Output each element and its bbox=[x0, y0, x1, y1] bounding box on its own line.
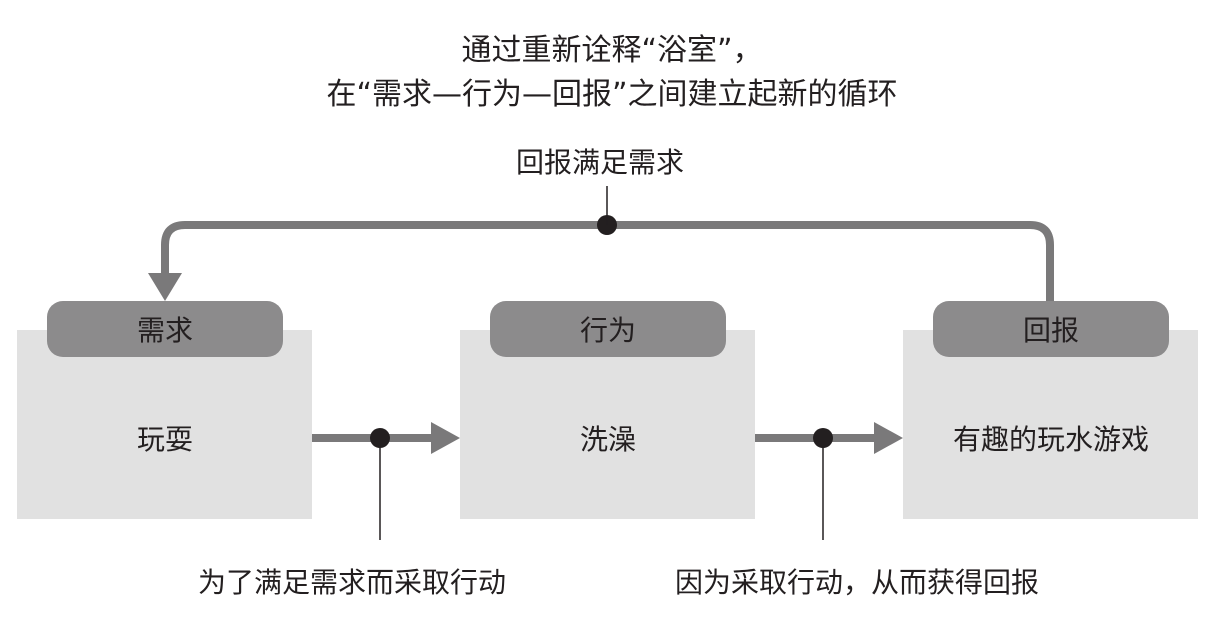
stage-need: 需求 玩耍 bbox=[17, 301, 312, 519]
stage-content: 洗澡 bbox=[580, 423, 636, 456]
title-line-1: 通过重新诠释“浴室”， bbox=[461, 33, 762, 68]
feedback-label: 回报满足需求 bbox=[516, 146, 684, 179]
title-line-2: 在“需求—行为—回报”之间建立起新的循环 bbox=[326, 77, 897, 112]
stage-box bbox=[17, 330, 312, 519]
stage-tab bbox=[933, 301, 1169, 357]
stage-reward: 回报 有趣的玩水游戏 bbox=[903, 301, 1198, 519]
feedback-arrowhead bbox=[148, 273, 182, 301]
stage-box bbox=[460, 330, 755, 519]
transition-arrowhead bbox=[431, 422, 460, 454]
transition-dot bbox=[370, 428, 390, 448]
transition-dot bbox=[813, 428, 833, 448]
stage-content: 玩耍 bbox=[137, 423, 193, 456]
stage-tab bbox=[490, 301, 726, 357]
stage-tab-label: 回报 bbox=[1023, 314, 1079, 347]
stage-content: 有趣的玩水游戏 bbox=[953, 423, 1149, 456]
transition-label: 为了满足需求而采取行动 bbox=[198, 566, 506, 599]
transition-label: 因为采取行动，从而获得回报 bbox=[675, 566, 1039, 599]
stage-tab-label: 行为 bbox=[580, 314, 636, 347]
stage-box bbox=[903, 330, 1198, 519]
feedback-loop-arrow bbox=[161, 221, 1054, 301]
stage-tab-label: 需求 bbox=[137, 314, 193, 347]
transition-arrowhead bbox=[874, 422, 903, 454]
stage-behavior: 行为 洗澡 bbox=[460, 301, 755, 519]
stage-tab bbox=[47, 301, 283, 357]
